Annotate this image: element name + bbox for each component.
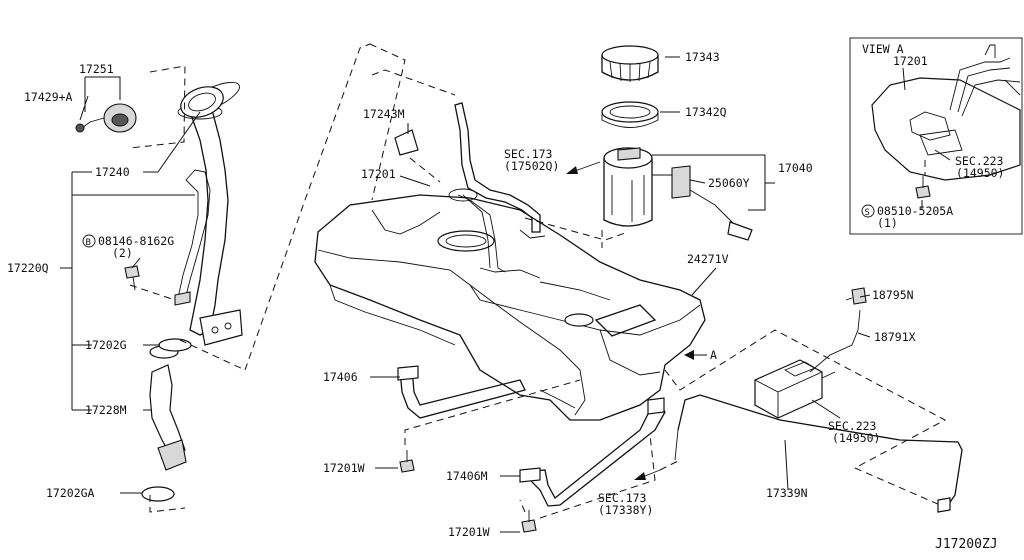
- filler-tube-17240: [174, 81, 243, 346]
- circle-b-symbol: B: [82, 234, 96, 248]
- label-17406: 17406: [323, 370, 358, 384]
- bracket-17406m: [519, 397, 666, 507]
- vent-hose: [454, 102, 541, 273]
- dashed-guides: [129, 43, 947, 519]
- direction-arrows: [566, 161, 707, 480]
- label-sec173-a-ref: (17502Q): [504, 159, 559, 173]
- label-sec173-b: SEC.173: [598, 491, 647, 505]
- bracket-17406: [397, 365, 526, 419]
- bracket-17243m: [394, 129, 419, 156]
- label-17202g: 17202G: [85, 338, 127, 352]
- label-17243m: 17243M: [363, 107, 405, 121]
- label-17202ga: 17202GA: [46, 486, 95, 500]
- clamp-17202g: [158, 338, 192, 352]
- hose-17228m: [141, 345, 187, 502]
- bolt-17201w-lower: [521, 510, 537, 533]
- label-17339n: 17339N: [766, 486, 808, 500]
- label-08146-qty: (2): [112, 246, 133, 260]
- part-labels: 17251 17429+A 17240 17220Q 08146-8162G (…: [7, 42, 1004, 552]
- label-17201: 17201: [361, 167, 396, 181]
- bolt-17201w-upper: [399, 450, 415, 473]
- label-17201w-lower: 17201W: [448, 525, 490, 539]
- fuel-cap-17251: [75, 103, 137, 133]
- fuel-tank: [314, 188, 706, 421]
- seal-17342q: [601, 101, 659, 128]
- label-17406m: 17406M: [446, 469, 488, 483]
- view-a-inset: [849, 37, 1023, 235]
- label-08510-qty: (1): [877, 216, 898, 230]
- label-08510: 08510-5205A: [877, 204, 953, 218]
- label-17040: 17040: [778, 161, 813, 175]
- vent-tube-17339n: [677, 394, 963, 511]
- label-view-17201: 17201: [893, 54, 928, 68]
- label-sec223-b: SEC.223: [828, 419, 877, 433]
- label-sec173-a: SEC.173: [504, 147, 553, 161]
- circle-s-text: S: [865, 208, 870, 218]
- sensor-18791x: [809, 287, 867, 373]
- circle-s-symbol: S: [861, 204, 875, 218]
- label-08146: 08146-8162G: [98, 234, 174, 248]
- label-24271v: 24271V: [687, 252, 729, 266]
- label-sec223-a-ref: (14950): [956, 166, 1004, 180]
- bolt-08146: [124, 265, 140, 291]
- label-view-a: VIEW A: [862, 42, 904, 56]
- leader-lines: [60, 56, 871, 533]
- label-17342q: 17342Q: [685, 105, 727, 119]
- diagram-id: J17200ZJ: [935, 537, 998, 552]
- lock-ring-17343: [601, 45, 659, 82]
- label-arrow-a: A: [710, 348, 717, 362]
- label-17429a: 17429+A: [24, 90, 73, 104]
- filler-gasket: [180, 86, 224, 118]
- label-17228m: 17228M: [85, 403, 127, 417]
- label-17343: 17343: [685, 50, 720, 64]
- label-17220q: 17220Q: [7, 261, 49, 275]
- label-sec223-a: SEC.223: [955, 154, 1004, 168]
- label-17251: 17251: [79, 62, 114, 76]
- evap-canister: [754, 359, 836, 419]
- label-18795n: 18795N: [872, 288, 914, 302]
- circle-b-text: B: [86, 238, 91, 248]
- label-sec173-b-ref: (17338Y): [598, 503, 653, 517]
- label-17201w-upper: 17201W: [323, 461, 365, 475]
- label-sec223-b-ref: (14950): [832, 431, 880, 445]
- label-18791x: 18791X: [874, 330, 916, 344]
- label-25060y: 25060Y: [708, 176, 750, 190]
- fuel-pump-17040: [603, 147, 753, 241]
- label-17240: 17240: [95, 165, 130, 179]
